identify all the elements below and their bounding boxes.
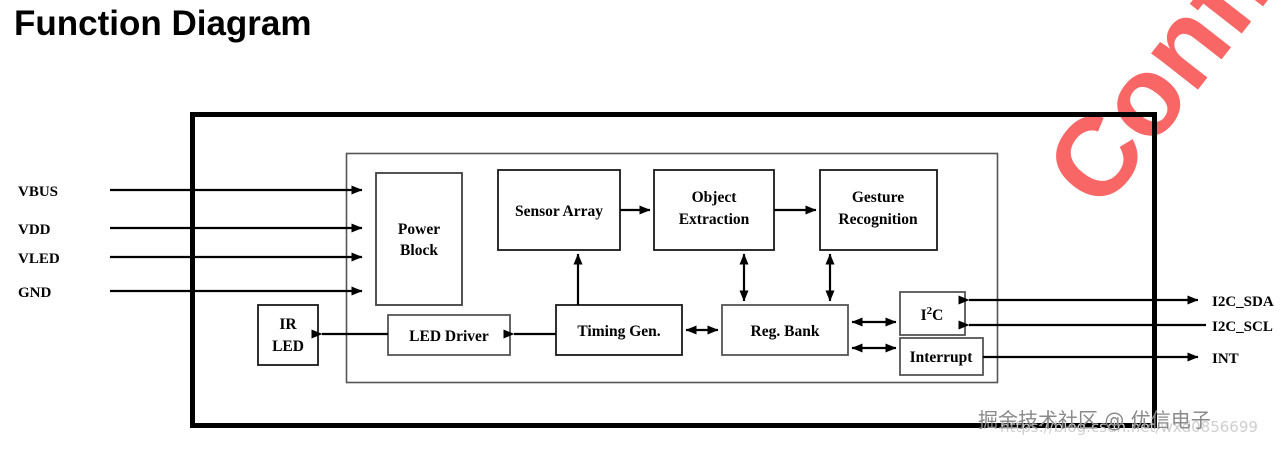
- inner-frame: [345, 152, 999, 384]
- block-label-sensor-array: Sensor Array: [515, 203, 603, 220]
- page-title: Function Diagram: [14, 4, 312, 43]
- block-label-ir-led-line1: IR: [279, 316, 297, 333]
- block-label-power-block-line2: Block: [400, 242, 438, 259]
- block-gesture-recognition[interactable]: Gesture Recognition: [819, 169, 938, 251]
- block-label-gesture-recognition-line1: Gesture: [852, 189, 904, 206]
- block-i2c[interactable]: I2C: [899, 291, 966, 336]
- block-reg-bank[interactable]: Reg. Bank: [721, 304, 849, 356]
- block-label-power-block-line1: Power: [398, 221, 440, 238]
- block-label-gesture-recognition-line2: Recognition: [838, 211, 918, 228]
- i2c-letter-i: I: [921, 307, 927, 324]
- block-power-block[interactable]: Power Block: [375, 172, 463, 306]
- block-sensor-array[interactable]: Sensor Array: [497, 169, 621, 251]
- pin-label-i2c-scl: I2C_SCL: [1212, 319, 1273, 335]
- block-label-timing-gen: Timing Gen.: [577, 323, 660, 340]
- block-ir-led[interactable]: IR LED: [257, 304, 319, 366]
- pin-label-vled: VLED: [18, 251, 60, 267]
- i2c-letter-c: C: [932, 307, 943, 324]
- block-interrupt[interactable]: Interrupt: [899, 337, 984, 376]
- outer-frame: [190, 112, 1157, 428]
- i2c-superscript-2: 2: [927, 305, 933, 317]
- pin-label-gnd: GND: [18, 285, 52, 301]
- block-label-ir-led-line2: LED: [272, 338, 304, 355]
- block-object-extraction[interactable]: Object Extraction: [653, 169, 775, 251]
- pin-label-int: INT: [1212, 351, 1239, 367]
- pin-label-i2c-sda: I2C_SDA: [1212, 294, 1274, 310]
- block-label-object-extraction-line1: Object: [692, 189, 738, 206]
- pin-label-vbus: VBUS: [18, 184, 58, 200]
- right-pin-wires: [958, 295, 1206, 362]
- block-label-interrupt: Interrupt: [910, 349, 974, 366]
- internal-wires: [311, 205, 897, 353]
- right-pin-labels: I2C_SDA I2C_SCL INT: [1212, 294, 1274, 367]
- left-pin-labels: VBUS VDD VLED GND: [18, 184, 60, 301]
- block-led-driver[interactable]: LED Driver: [387, 314, 511, 356]
- pin-label-vdd: VDD: [18, 222, 51, 238]
- block-label-object-extraction-line2: Extraction: [679, 211, 750, 228]
- left-pin-wires: [110, 185, 363, 296]
- block-label-led-driver: LED Driver: [409, 328, 489, 345]
- block-label-i2c: I2C: [921, 305, 944, 324]
- block-timing-gen[interactable]: Timing Gen.: [555, 304, 683, 356]
- block-label-reg-bank: Reg. Bank: [751, 323, 820, 340]
